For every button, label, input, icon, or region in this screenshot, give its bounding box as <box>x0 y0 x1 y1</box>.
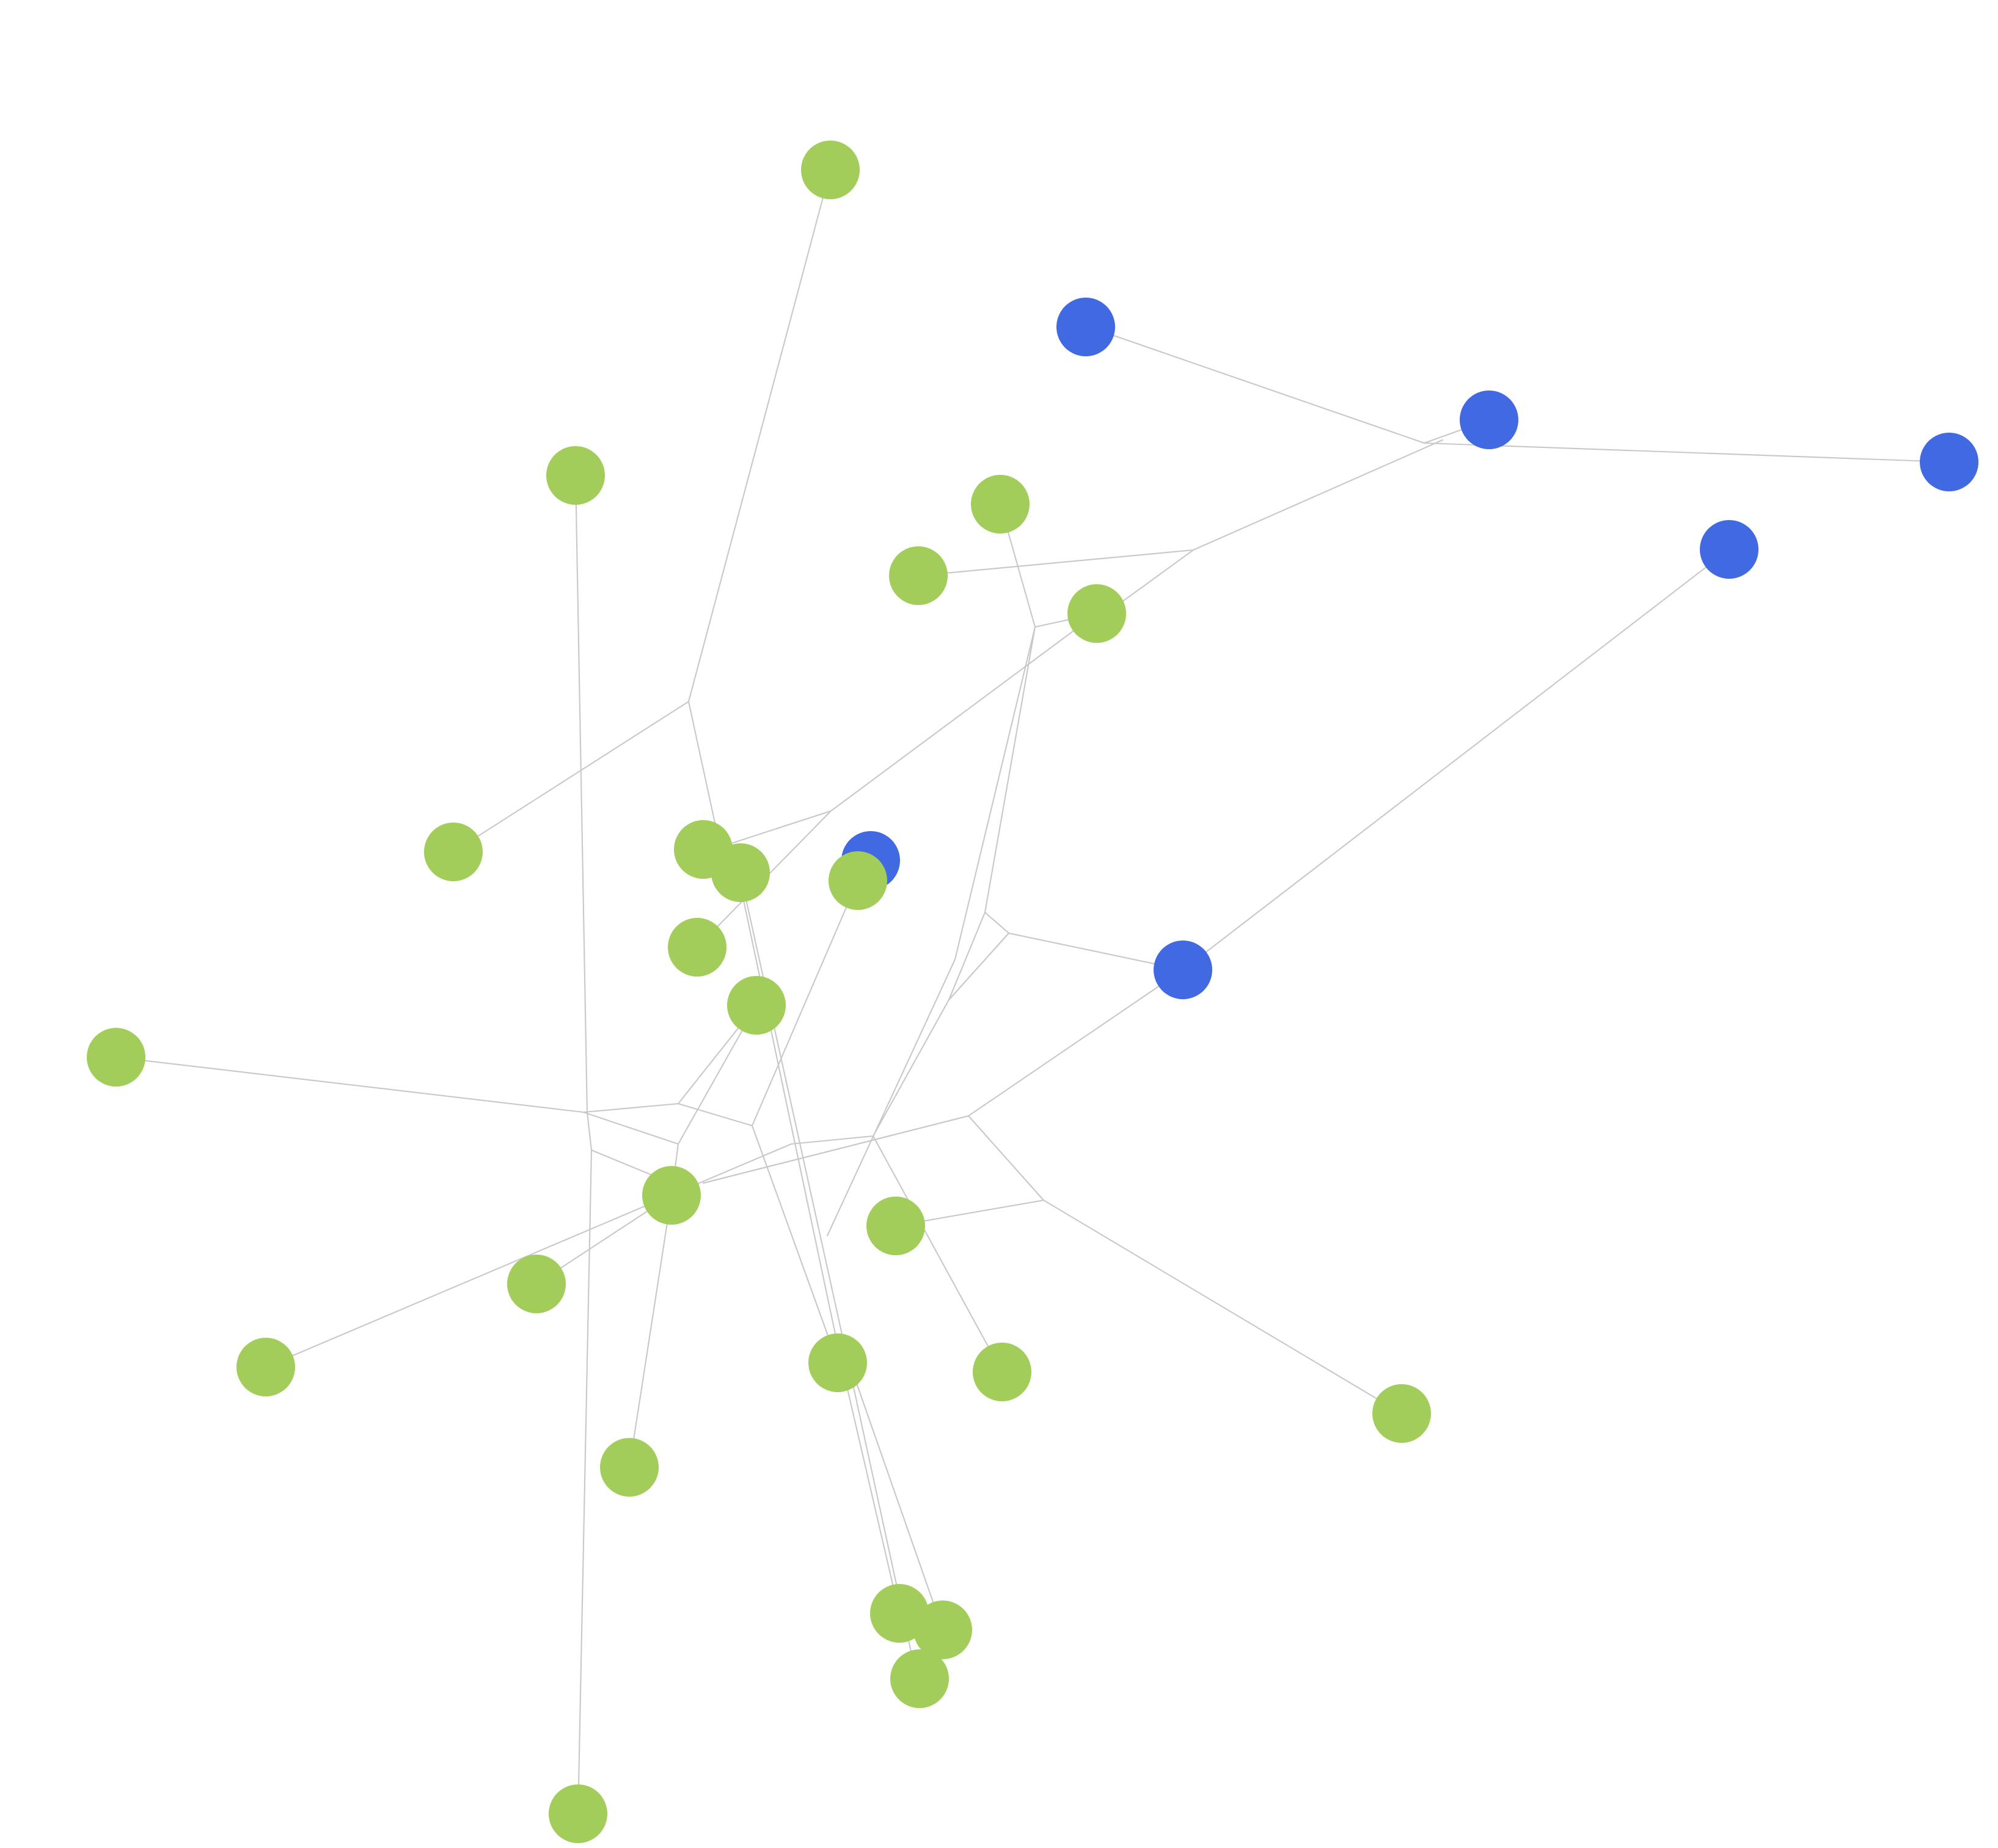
graph-node-blue[interactable] <box>1056 298 1115 356</box>
graph-node-green[interactable] <box>711 843 770 902</box>
graph-node-green[interactable] <box>546 446 605 505</box>
edge <box>628 1194 673 1469</box>
edge <box>751 879 859 1364</box>
graph-node-green[interactable] <box>549 1784 607 1843</box>
graph-node-green[interactable] <box>642 1166 701 1225</box>
graph-node-blue[interactable] <box>1154 941 1212 999</box>
graph-node-green[interactable] <box>1372 1384 1431 1443</box>
graph-node-green[interactable] <box>1067 584 1126 643</box>
graph-node-green[interactable] <box>889 546 948 605</box>
edge <box>115 1056 753 1127</box>
edge <box>948 932 1010 1001</box>
graph-node-green[interactable] <box>727 976 786 1035</box>
graph-node-green[interactable] <box>829 851 887 910</box>
graph-node-green[interactable] <box>600 1438 659 1497</box>
graph-node-green[interactable] <box>668 918 726 977</box>
graph-node-blue[interactable] <box>1700 520 1758 579</box>
edge <box>582 1111 679 1145</box>
edge <box>845 1352 944 1631</box>
graph-node-green[interactable] <box>890 1649 949 1708</box>
edge <box>1121 549 1195 603</box>
node-layer <box>87 141 1978 1843</box>
graph-node-green[interactable] <box>507 1255 566 1313</box>
edge <box>872 1135 1003 1373</box>
graph-node-blue[interactable] <box>1460 391 1518 449</box>
graph-node-green[interactable] <box>913 1601 972 1659</box>
edge <box>826 626 1036 1237</box>
graph-node-green[interactable] <box>424 823 483 881</box>
graph-node-green[interactable] <box>971 475 1030 534</box>
edge <box>574 474 593 1816</box>
edge-layer <box>115 169 1950 1816</box>
graph-node-green[interactable] <box>808 1333 867 1392</box>
edge <box>702 1115 970 1184</box>
graph-node-blue[interactable] <box>1920 433 1978 491</box>
graph-node-green[interactable] <box>87 1028 145 1087</box>
edge <box>265 1135 874 1368</box>
graph-node-green[interactable] <box>973 1343 1031 1401</box>
graph-node-green[interactable] <box>866 1197 925 1255</box>
graph-node-green[interactable] <box>801 141 860 199</box>
graph-node-green[interactable] <box>236 1338 295 1396</box>
